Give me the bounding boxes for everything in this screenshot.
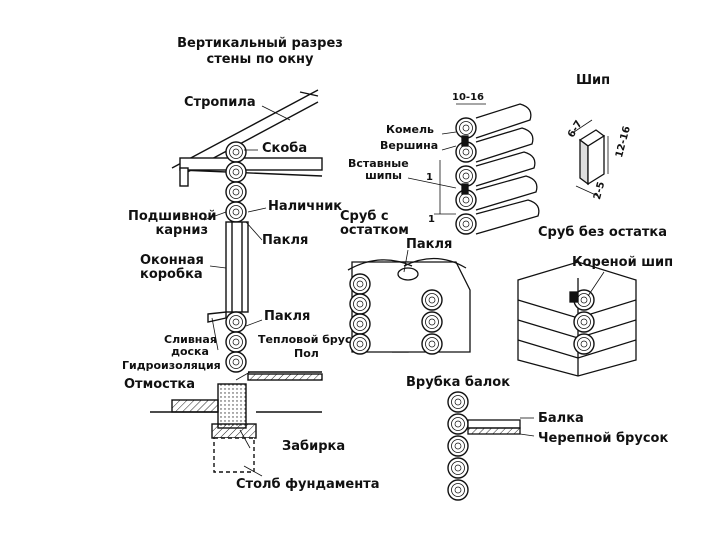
- label-teplovoy-brus: Тепловой брус: [258, 333, 352, 346]
- label-paklya-mid: Пакля: [264, 309, 311, 324]
- label-srub-s-line1: Сруб с: [340, 209, 389, 224]
- title-line-1: Вертикальный разрез: [177, 36, 343, 51]
- label-vstavnye-shipy: Вставные шипы: [348, 157, 409, 182]
- label-slivnaya-line1: Сливная: [164, 333, 217, 346]
- label-komel: Комель: [386, 123, 435, 136]
- tenon-detail: [573, 119, 609, 197]
- label-podshivnoy-line2: карниз: [155, 223, 208, 238]
- label-koreny-ship: Кореной шип: [572, 255, 674, 270]
- corner-with-overhang: [347, 249, 471, 355]
- label-paklya-top: Пакля: [262, 233, 309, 248]
- log-wall-detail: [407, 103, 540, 235]
- label-srub-s-ostatkom: Сруб с остатком: [340, 210, 409, 238]
- wall-section-drawing: [150, 89, 323, 477]
- dim-1-bottom: 1: [428, 214, 435, 225]
- label-otmostka: Отмостка: [124, 377, 195, 392]
- label-balka: Балка: [538, 411, 584, 426]
- label-stropila: Стропила: [184, 95, 256, 110]
- dim-10-16: 10-16: [452, 92, 484, 103]
- label-srub-bez-ostatka: Сруб без остатка: [538, 225, 667, 240]
- label-podshivnoy-line1: Подшивной: [128, 209, 217, 224]
- label-slivnaya-line2: доска: [171, 345, 209, 358]
- label-gidroizolyatsiya: Гидроизоляция: [122, 359, 221, 372]
- label-slivnaya-doska: Сливная доска: [164, 333, 217, 358]
- label-vershina: Вершина: [380, 139, 439, 152]
- label-pol: Пол: [294, 347, 319, 360]
- label-vstavnye-line2: шипы: [365, 169, 402, 182]
- title-line-2: стены по окну: [206, 52, 314, 67]
- label-okonnaya-line1: Оконная: [140, 253, 204, 268]
- label-skoba: Скоба: [262, 141, 308, 156]
- label-paklya-right: Пакля: [406, 237, 453, 252]
- label-cherepnoy-brusok: Черепной брусок: [538, 431, 669, 446]
- label-vstavnye-line1: Вставные: [348, 157, 409, 170]
- label-okonnaya-line2: коробка: [140, 267, 203, 282]
- label-zabirka: Забирка: [282, 439, 346, 454]
- diagram-title: Вертикальный разрез стены по окну: [170, 36, 350, 68]
- label-okonnaya-korobka: Оконная коробка: [140, 254, 204, 282]
- beam-joint-detail: [447, 391, 535, 501]
- dim-1-top: 1: [426, 172, 433, 183]
- label-stolb-fundamenta: Столб фундамента: [236, 477, 380, 492]
- label-nalichnik: Наличник: [268, 199, 343, 214]
- label-srub-s-line2: остатком: [340, 223, 409, 238]
- label-podshivnoy-karniz: Подшивной карниз: [128, 209, 217, 238]
- label-ship: Шип: [576, 73, 611, 88]
- corner-without-overhang: [517, 261, 637, 377]
- label-vrubka-balok: Врубка балок: [406, 375, 511, 390]
